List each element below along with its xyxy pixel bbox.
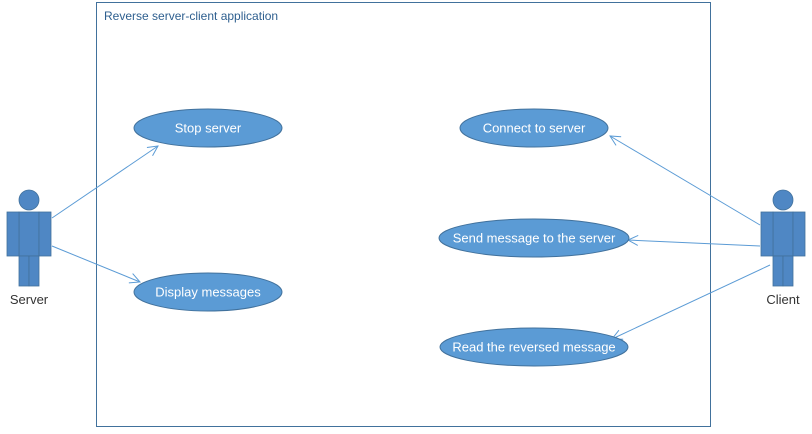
use-case-connect-to-server-label: Connect to server <box>483 121 586 136</box>
use-case-send-message-label: Send message to the server <box>453 231 616 246</box>
use-case-connect-to-server[interactable]: Connect to server <box>459 108 609 148</box>
use-case-stop-server-label: Stop server <box>175 121 242 136</box>
system-boundary-title: Reverse server-client application <box>104 9 278 23</box>
use-case-send-message[interactable]: Send message to the server <box>438 218 630 258</box>
actor-client-label: Client <box>766 292 800 307</box>
actor-client-icon <box>760 189 806 287</box>
association-server-stop <box>51 146 158 219</box>
actor-client[interactable]: Client <box>760 189 806 307</box>
association-client-connect <box>610 136 761 226</box>
association-client-send <box>628 240 761 247</box>
actor-server[interactable]: Server <box>6 189 52 307</box>
association-client-read <box>612 264 771 339</box>
actor-server-icon <box>6 189 52 287</box>
actor-server-label: Server <box>10 292 49 307</box>
use-case-read-reversed-message[interactable]: Read the reversed message <box>439 327 629 367</box>
use-case-display-messages[interactable]: Display messages <box>133 272 283 312</box>
use-case-stop-server[interactable]: Stop server <box>133 108 283 148</box>
association-server-display <box>51 245 140 282</box>
system-boundary <box>96 2 711 427</box>
use-case-read-reversed-message-label: Read the reversed message <box>452 340 615 355</box>
use-case-display-messages-label: Display messages <box>155 285 261 300</box>
